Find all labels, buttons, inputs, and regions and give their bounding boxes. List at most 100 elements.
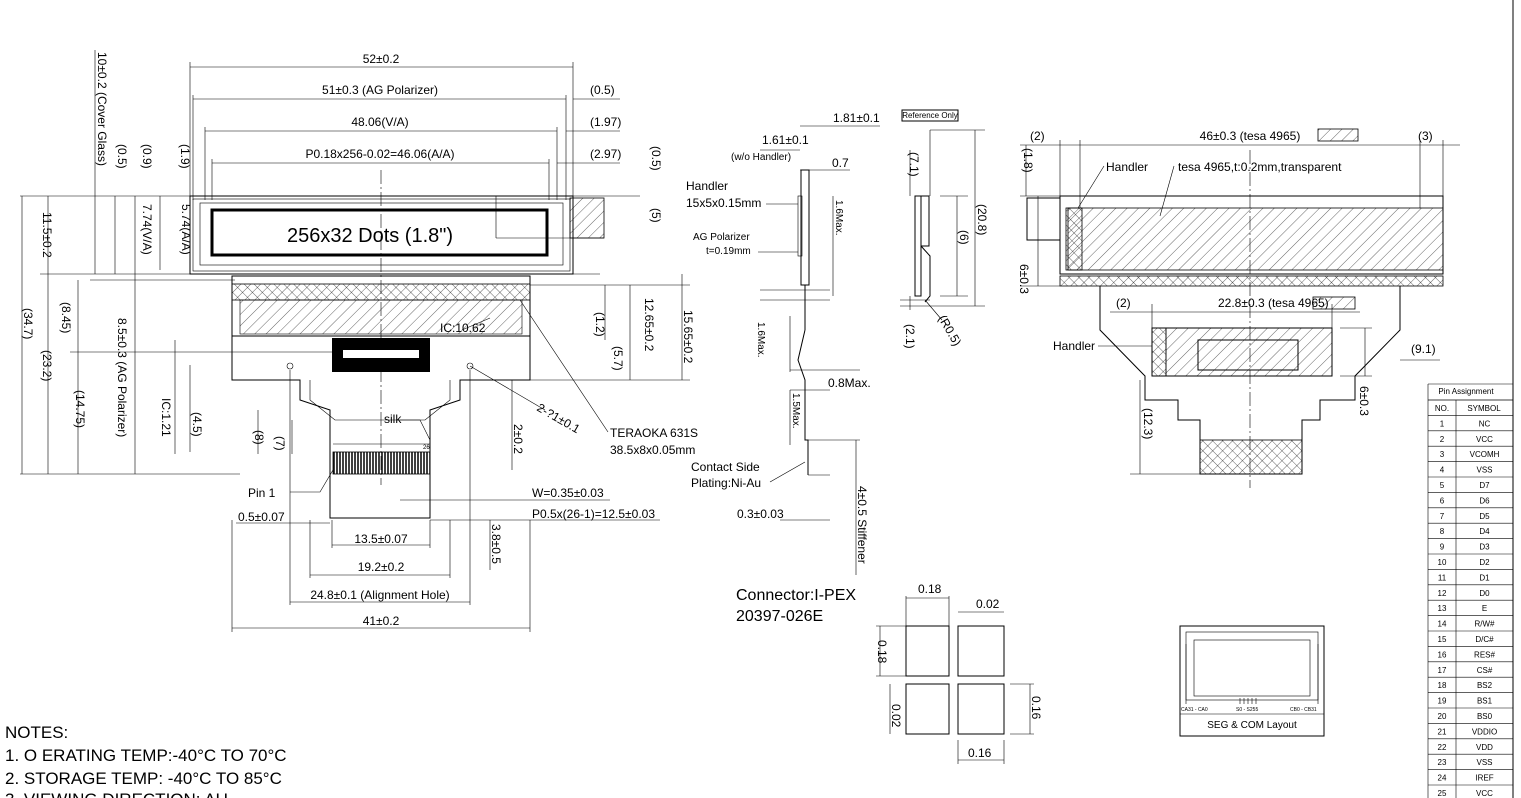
pin-table-symbol: D3 bbox=[1479, 543, 1490, 552]
dim-6: (6) bbox=[957, 230, 971, 245]
dim-71: (7.1) bbox=[907, 152, 921, 177]
dim-r05b: (0.5) bbox=[649, 146, 663, 171]
dim-r05: (0.5) bbox=[590, 83, 615, 97]
dim-v115: 11.5±0.2 bbox=[40, 212, 54, 258]
pin-table-symbol: D5 bbox=[1479, 512, 1490, 521]
pin-table-no: 22 bbox=[1438, 743, 1447, 752]
pin-table-symbol: IREF bbox=[1475, 774, 1493, 783]
dim-46-tesa: 46±0.3 (tesa 4965) bbox=[1200, 129, 1301, 143]
dim-ic-121: IC:1.21 bbox=[159, 398, 173, 437]
pin-table-no: 13 bbox=[1438, 604, 1447, 613]
pin-table-header-symbol: SYMBOL bbox=[1467, 404, 1501, 413]
pin-table-no: 3 bbox=[1440, 450, 1445, 459]
dim-21: (2.1) bbox=[903, 324, 917, 349]
dim-dot-018: 0.18 bbox=[918, 582, 942, 596]
pin-table-symbol: RES# bbox=[1474, 650, 1495, 659]
seg-com-layout: CA31 - CA0 S0 - S255 CB0 - CB31 SEG & CO… bbox=[1179, 625, 1325, 737]
dim-w135: 13.5±0.07 bbox=[354, 532, 408, 546]
pin-table-title: Pin Assignment bbox=[1438, 387, 1494, 396]
dim-v12: (1.2) bbox=[593, 312, 607, 337]
dim-46-aa: P0.18x256-0.02=46.06(A/A) bbox=[305, 147, 454, 161]
label-stiffener: 4±0.5 Stiffener bbox=[855, 486, 869, 564]
front-view: 52±0.2 51±0.3 (AG Polarizer) 48.06(V/A) … bbox=[20, 50, 698, 632]
label-connector-pn: 20397-026E bbox=[736, 608, 823, 625]
pin-table-symbol: NC bbox=[1479, 419, 1491, 428]
pin-table-symbol: D2 bbox=[1479, 558, 1490, 567]
pin-table-symbol: D/C# bbox=[1475, 635, 1494, 644]
dim-ag-polarizer: 8.5±0.3 (AG Polarizer) bbox=[115, 318, 129, 437]
label-wo-handler: (w/o Handler) bbox=[731, 152, 791, 163]
note-1: 1. O ERATING TEMP:-40°C TO 70°C bbox=[5, 746, 287, 765]
dim-dot-002v: 0.02 bbox=[889, 704, 903, 728]
dim-v22: 2±0.2 bbox=[511, 424, 525, 454]
pin-table-symbol: D6 bbox=[1479, 496, 1490, 505]
pin-table-symbol: VDDIO bbox=[1472, 727, 1497, 736]
label-pin1: Pin 1 bbox=[248, 486, 276, 500]
dim-dot-018v: 0.18 bbox=[875, 640, 889, 664]
pin-table-symbol: BS2 bbox=[1477, 681, 1493, 690]
reference-badge-text: Reference Only bbox=[902, 111, 958, 120]
display-area bbox=[210, 208, 549, 257]
dim-18: (1.8) bbox=[1021, 148, 1035, 173]
dim-v57: (5.7) bbox=[611, 346, 625, 371]
back-view: (2) 46±0.3 (tesa 4965) (3) (1.8) Handler… bbox=[1017, 128, 1460, 488]
pin-table-symbol: VCOMH bbox=[1470, 450, 1500, 459]
pin-table-symbol: VDD bbox=[1476, 743, 1493, 752]
seg-com-caption: SEG & COM Layout bbox=[1207, 720, 1297, 731]
note-2: 2. STORAGE TEMP: -40°C TO 85°C bbox=[5, 769, 282, 788]
pin-table-symbol: BS0 bbox=[1477, 712, 1493, 721]
pin-table-no: 8 bbox=[1440, 527, 1445, 536]
label-pin26: 26 bbox=[423, 445, 430, 451]
dim-v1475: (14.75) bbox=[73, 390, 87, 428]
dim-228-tesa: 22.8±0.3 (tesa 4965) bbox=[1218, 296, 1329, 310]
pin-table-no: 11 bbox=[1438, 573, 1447, 582]
dim-dot-016v: 0.16 bbox=[1029, 696, 1043, 720]
note-3: 3. VIEWING DIRECTION: AU bbox=[5, 790, 228, 798]
dim-123: (12.3) bbox=[1141, 408, 1155, 439]
dim-208: (20.8) bbox=[975, 204, 989, 235]
dim-v1565: 15.65±0.2 bbox=[681, 310, 695, 364]
label-ag-thickness: t=0.19mm bbox=[706, 246, 751, 257]
label-handler: Handler bbox=[686, 179, 728, 193]
dim-v09: (0.9) bbox=[140, 144, 154, 169]
side-view: 1.81±0.1 1.61±0.1 (w/o Handler) 0.7 Hand… bbox=[686, 111, 880, 625]
pin-table-no: 1 bbox=[1440, 419, 1445, 428]
label-teraoka-size: 38.5x8x0.05mm bbox=[610, 443, 695, 457]
pin-table-no: 14 bbox=[1438, 620, 1447, 629]
notes-title: NOTES: bbox=[5, 723, 68, 742]
pin-table-symbol: CS# bbox=[1477, 666, 1493, 675]
notes: NOTES: 1. O ERATING TEMP:-40°C TO 70°C 2… bbox=[5, 723, 287, 798]
pin-table-no: 4 bbox=[1440, 466, 1445, 475]
pin-table-no: 12 bbox=[1438, 589, 1447, 598]
display-label: 256x32 Dots (1.8") bbox=[287, 225, 453, 247]
pin-table-no: 9 bbox=[1440, 543, 1445, 552]
pin-table-no: 10 bbox=[1438, 558, 1447, 567]
pin-table-symbol: VCC bbox=[1476, 435, 1493, 444]
dim-pitch: P0.5x(26-1)=12.5±0.03 bbox=[532, 507, 655, 521]
pin-table-no: 18 bbox=[1438, 681, 1447, 690]
dim-3: (3) bbox=[1418, 129, 1433, 143]
dim-03: 0.3±0.03 bbox=[737, 507, 784, 521]
dim-603: 6±0.3 bbox=[1017, 264, 1031, 294]
pin-table-symbol: D4 bbox=[1479, 527, 1490, 536]
label-tesa: tesa 4965,t:0.2mm,transparent bbox=[1178, 160, 1342, 174]
pin-table-no: 6 bbox=[1440, 496, 1445, 505]
dim-48-va: 48.06(V/A) bbox=[351, 115, 408, 129]
dim-alignment-hole: 24.8±0.1 (Alignment Hole) bbox=[310, 588, 449, 602]
pin-table-symbol: D7 bbox=[1479, 481, 1490, 490]
pin-table-symbol: D0 bbox=[1479, 589, 1490, 598]
dim-v8: (8) bbox=[252, 430, 266, 445]
pin-table-symbol: D1 bbox=[1479, 573, 1490, 582]
pin-table-no: 17 bbox=[1438, 666, 1447, 675]
pin-table-no: 7 bbox=[1440, 512, 1445, 521]
pin-table-symbol: VCC bbox=[1476, 789, 1493, 798]
reference-detail: Reference Only (7.1) (20.8) (6) (2.1) (R… bbox=[900, 109, 989, 349]
dim-603b: 6±0.3 bbox=[1357, 386, 1371, 416]
pin-table-no: 23 bbox=[1438, 758, 1447, 767]
pin-table-symbol: VSS bbox=[1476, 466, 1492, 475]
pin-table-symbol: E bbox=[1482, 604, 1487, 613]
reference-badge bbox=[901, 109, 959, 122]
label-back-handler: Handler bbox=[1106, 160, 1148, 174]
pin-table-no: 5 bbox=[1440, 481, 1445, 490]
